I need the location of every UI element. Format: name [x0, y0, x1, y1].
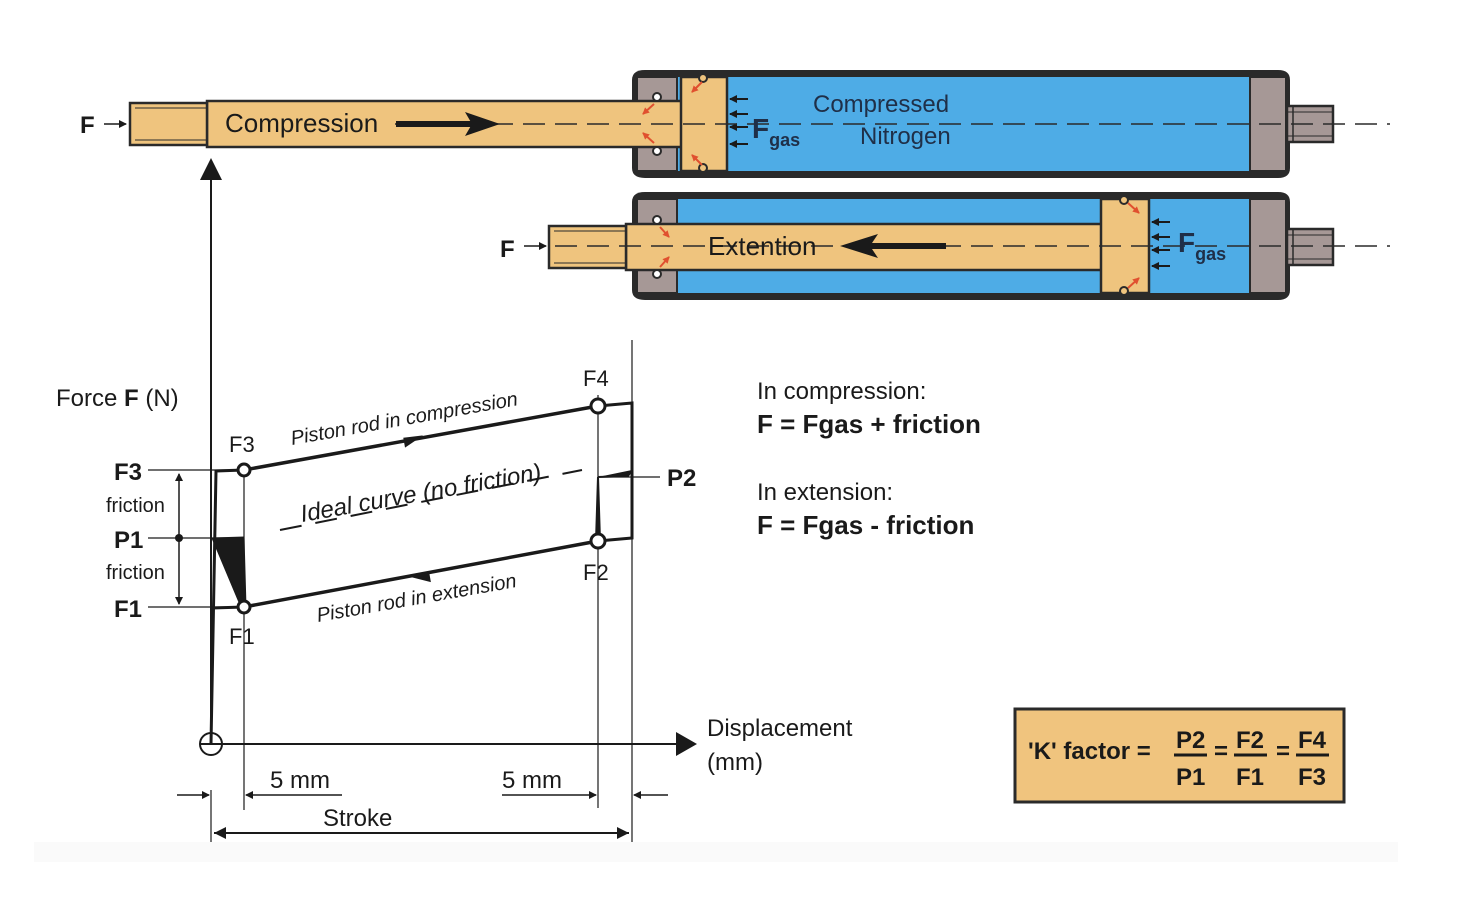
compression-cylinder: F Compression Fgas Compressed Nitrogen: [80, 70, 1390, 178]
point-label-f1: F1: [229, 624, 255, 649]
stroke-arrow-left-icon: [214, 827, 226, 839]
extension-curve: [243, 539, 599, 609]
pressure-arrow-icon: [642, 132, 655, 144]
end-fitting: [1285, 227, 1335, 267]
extension-formula: F = Fgas - friction: [757, 510, 974, 540]
x-axis-arrowhead-icon: [676, 732, 697, 756]
pressure-arrow-icon: [691, 81, 703, 93]
k-factor-label: 'K' factor =: [1028, 738, 1151, 765]
ideal-curve: [279, 469, 583, 531]
extension-cylinder: F Extention Fgas: [500, 192, 1390, 300]
extension-arrowhead-icon: [840, 234, 878, 258]
pressure-arrow-icon: [659, 256, 670, 268]
fraction-2-denominator: F1: [1236, 764, 1264, 791]
extension-heading: In extension:: [757, 479, 893, 506]
compression-curve: [243, 404, 599, 472]
gas-chamber: [676, 77, 1250, 171]
point-label-f2: F2: [583, 560, 609, 585]
compression-label: Compression: [225, 108, 378, 138]
gas-label-line2: Nitrogen: [860, 123, 951, 150]
x-axis-label-line2: (mm): [707, 749, 763, 776]
y-axis-label: Force F (N): [56, 385, 179, 412]
gas-label-line1: Compressed: [813, 91, 949, 118]
piston-seal: [1119, 286, 1129, 296]
left-label-f1: F1: [114, 596, 142, 623]
pressure-arrow-icon: [691, 154, 703, 166]
pressure-arrow-icon: [1127, 277, 1140, 289]
pressure-arrow-icon: [642, 103, 655, 115]
extension-label: Extention: [708, 231, 816, 261]
bottom-band: [34, 842, 1398, 862]
rod-seal: [652, 269, 662, 279]
p2-spike: [594, 469, 633, 542]
point-f3: [236, 462, 252, 478]
fraction-1-denominator: P1: [1176, 764, 1205, 791]
x-axis-label-line1: Displacement: [707, 715, 853, 742]
point-f4: [589, 397, 607, 415]
piston-seal: [1119, 195, 1129, 205]
initial-compression-curve: [209, 468, 245, 745]
point-label-f4: F4: [583, 366, 609, 391]
fraction-3-denominator: F3: [1298, 764, 1326, 791]
dim-left-label: 5 mm: [270, 767, 330, 794]
ideal-curve-label: Ideal curve (no friction): [298, 459, 543, 528]
k-factor-box: 'K' factor = P2 P1 = F2 F1 = F4 F3: [1013, 707, 1346, 804]
gas-force-arrows-icon: [1151, 218, 1170, 270]
y-axis-arrowhead-icon: [200, 158, 222, 180]
stroke-label: Stroke: [323, 805, 392, 832]
rod-seal: [652, 92, 662, 102]
point-f1: [236, 599, 252, 615]
extension-direction-icon: [409, 572, 431, 583]
equals-sign: =: [1214, 738, 1228, 765]
left-label-p1: P1: [114, 527, 143, 554]
p1-spike: [211, 536, 247, 608]
fraction-1-numerator: P2: [1176, 727, 1205, 754]
point-label-f3: F3: [229, 432, 255, 457]
pressure-arrow-icon: [659, 226, 670, 238]
pressure-arrow-icon: [1127, 202, 1140, 214]
piston-seal: [698, 163, 708, 173]
point-label-p2: P2: [667, 465, 696, 492]
compression-arrowhead-icon: [465, 112, 500, 136]
rod-seal: [652, 146, 662, 156]
compression-formula: F = Fgas + friction: [757, 409, 981, 439]
p1-dot: [175, 534, 183, 542]
fgas-label: Fgas: [752, 113, 800, 150]
friction-label-upper: friction: [106, 495, 165, 517]
compression-direction-icon: [403, 435, 424, 448]
rod-threaded-end: [547, 224, 628, 270]
equals-sign: =: [1276, 738, 1290, 765]
extension-curve-label: Piston rod in extension: [315, 570, 518, 627]
bottom-force-label: F: [500, 236, 515, 263]
fraction-2-numerator: F2: [1236, 727, 1264, 754]
dim-right-label: 5 mm: [502, 767, 562, 794]
fgas-label: Fgas: [1178, 227, 1226, 264]
rod-threaded-end: [128, 101, 209, 147]
top-force-label: F: [80, 112, 95, 139]
stroke-arrow-right-icon: [617, 827, 629, 839]
left-label-f3: F3: [114, 459, 142, 486]
piston-seal: [698, 73, 708, 83]
gas-force-arrows-icon: [729, 95, 748, 148]
compression-heading: In compression:: [757, 378, 926, 405]
point-f2: [589, 532, 607, 550]
formulas: In compression: F = Fgas + friction In e…: [757, 378, 981, 540]
rod-seal: [652, 215, 662, 225]
piston-rod: [624, 222, 1106, 272]
friction-label-lower: friction: [106, 562, 165, 584]
fraction-3-numerator: F4: [1298, 727, 1327, 754]
